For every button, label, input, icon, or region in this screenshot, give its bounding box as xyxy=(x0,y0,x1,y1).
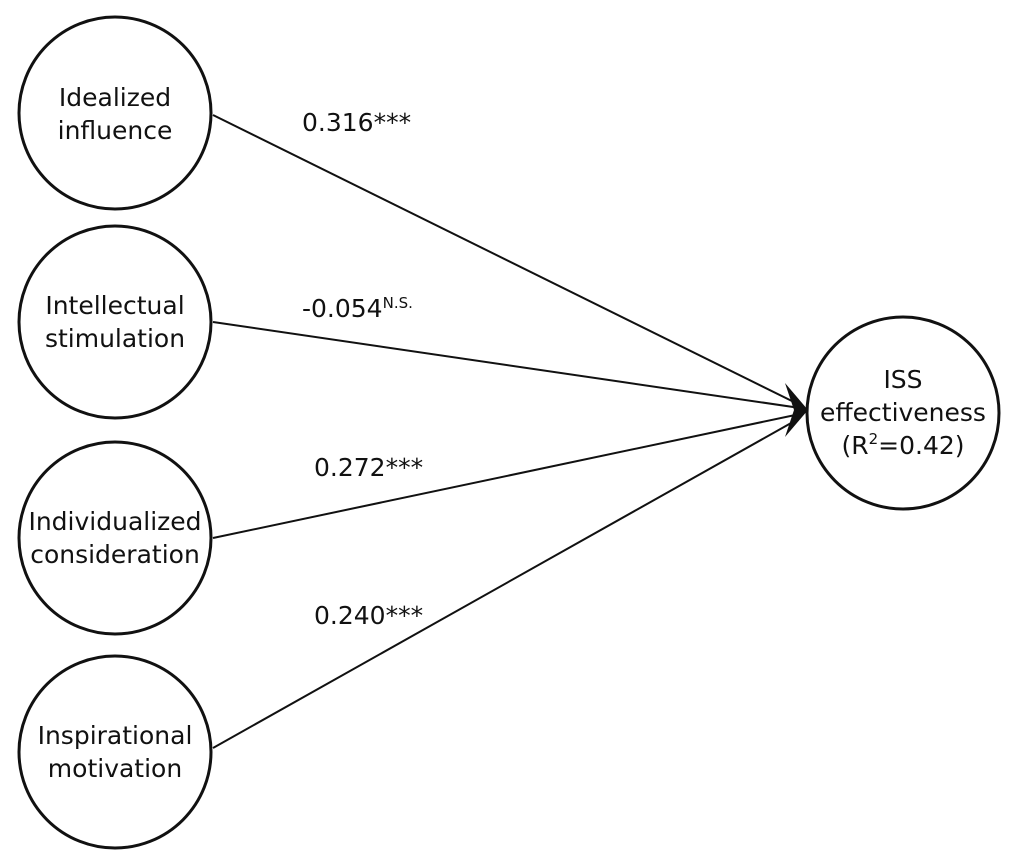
coefficient-value: 0.240 xyxy=(314,601,386,630)
coefficient-individualized: 0.272*** xyxy=(314,453,423,482)
coefficient-value: 0.316 xyxy=(302,108,374,137)
node-label-line1: Inspirational xyxy=(38,721,193,750)
node-label-line1: Individualized xyxy=(28,507,201,536)
r2-suffix: =0.42) xyxy=(878,431,964,460)
node-circle xyxy=(17,654,213,850)
node-label-r2: (R2=0.42) xyxy=(841,430,964,460)
node-label-line2: stimulation xyxy=(45,324,185,353)
node-circle xyxy=(17,15,213,211)
r2-superscript: 2 xyxy=(869,430,879,448)
node-circle xyxy=(17,440,213,636)
node-label-line1: Intellectual xyxy=(45,291,184,320)
edge-intellectual-to-iss xyxy=(212,321,801,409)
edge-idealized-to-iss xyxy=(212,114,801,406)
edge-individualized-to-iss xyxy=(212,413,801,539)
node-label-line1: Idealized xyxy=(59,83,171,112)
node-label-line2: consideration xyxy=(30,540,200,569)
coefficient-significance: *** xyxy=(374,108,412,137)
node-circle xyxy=(805,315,1001,511)
node-individualized-consideration: Individualized consideration xyxy=(17,440,213,636)
coefficient-value: -0.054 xyxy=(302,294,383,323)
node-intellectual-stimulation: Intellectual stimulation xyxy=(17,224,213,420)
coefficient-inspirational: 0.240*** xyxy=(314,601,423,630)
coefficient-significance: *** xyxy=(386,601,424,630)
node-label-line1: ISS xyxy=(883,365,922,394)
arrowhead-icon xyxy=(785,383,808,437)
node-inspirational-motivation: Inspirational motivation xyxy=(17,654,213,850)
edge-inspirational-to-iss xyxy=(212,417,801,749)
node-label-line2: motivation xyxy=(48,754,182,783)
node-iss-effectiveness: ISS effectiveness (R2=0.42) xyxy=(805,315,1001,511)
node-label-line2: effectiveness xyxy=(820,398,986,427)
coefficient-value: 0.272 xyxy=(314,453,386,482)
r2-prefix: (R xyxy=(841,431,868,460)
coefficient-idealized: 0.316*** xyxy=(302,108,411,137)
coefficient-significance: *** xyxy=(386,453,424,482)
coefficient-significance: N.S. xyxy=(383,294,413,312)
coefficient-intellectual: -0.054N.S. xyxy=(302,294,413,323)
node-circle xyxy=(17,224,213,420)
node-label-line2: influence xyxy=(58,116,173,145)
node-idealized-influence: Idealized influence xyxy=(17,15,213,211)
